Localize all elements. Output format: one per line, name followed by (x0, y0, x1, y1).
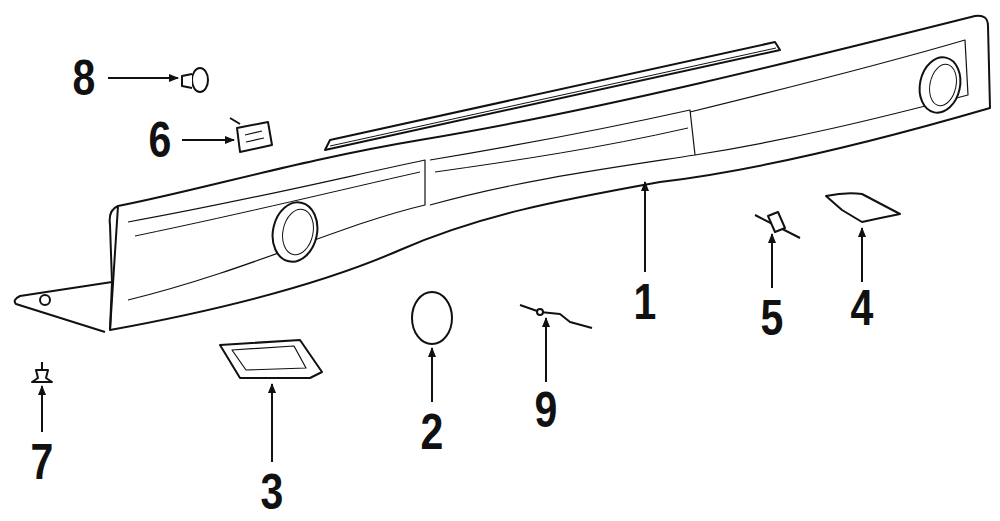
callout-number: 1 (634, 277, 657, 327)
callout-number: 2 (421, 407, 444, 457)
callout-number: 5 (761, 293, 784, 343)
callout-number: 3 (261, 467, 284, 517)
callout-number: 8 (73, 53, 96, 103)
small-parts (32, 68, 900, 382)
callout-number: 4 (851, 283, 874, 333)
trim-panel (15, 16, 990, 332)
callout-number: 6 (149, 115, 172, 165)
callout-number: 9 (535, 385, 558, 435)
callout-number: 7 (31, 437, 54, 487)
leader-lines (42, 78, 862, 462)
